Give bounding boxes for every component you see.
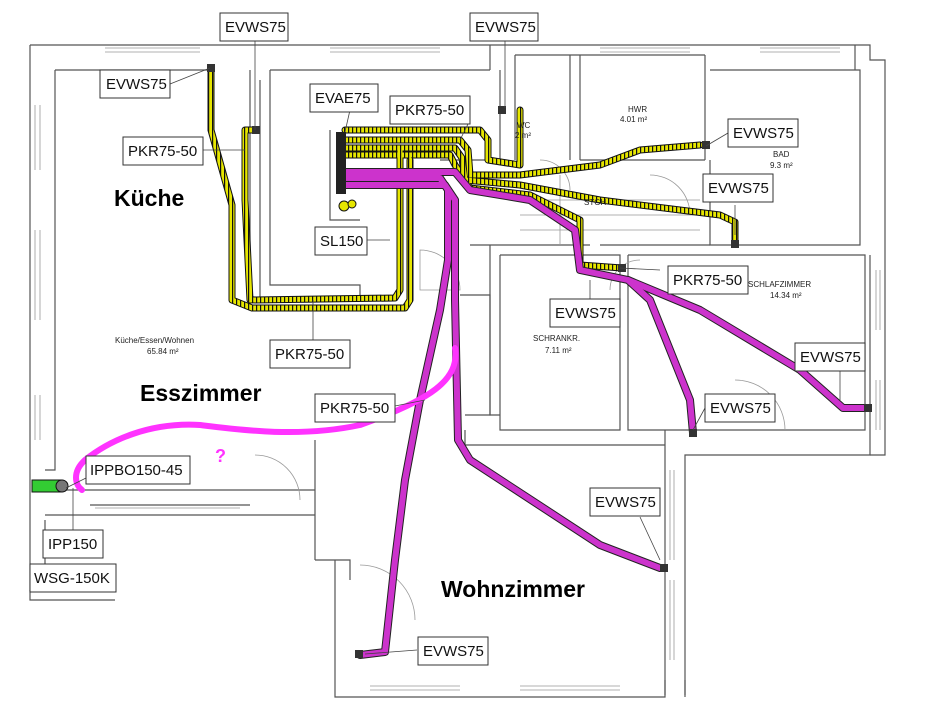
label-evws-stgh: EVWS75 [708, 180, 769, 197]
label-wsg: WSG-150K [34, 570, 110, 587]
label-evws-schrank: EVWS75 [555, 305, 616, 322]
area-value-schrankr: 7.11 m² [545, 346, 572, 355]
label-pkr-bottom: PKR75-50 [275, 346, 344, 363]
area-label-schrankr: SCHRANKR. [533, 334, 580, 343]
label-evae: EVAE75 [315, 90, 371, 107]
leader-lines [65, 40, 841, 655]
room-titles: Küche Esszimmer Wohnzimmer [114, 185, 585, 602]
label-evws-wohn-right: EVWS75 [595, 494, 656, 511]
area-label-wc: WC [517, 121, 531, 130]
component-labels: EVWS75 EVWS75 EVWS75 EVAE75 PKR75-50 PKR… [29, 12, 866, 666]
label-pkr-ess: PKR75-50 [320, 400, 389, 417]
room-title-kueche: Küche [114, 185, 184, 211]
room-title-esszimmer: Esszimmer [140, 380, 262, 406]
area-label-schlafzimmer: SCHLAFZIMMER [748, 280, 811, 289]
area-label-bad: BAD [773, 150, 790, 159]
area-value-wc: 2 m² [515, 131, 531, 140]
area-labels: Küche/Essen/Wohnen 65.84 m² WC 2 m² HWR … [115, 105, 811, 356]
label-evws-top-left: EVWS75 [225, 19, 286, 36]
label-evws-bad: EVWS75 [733, 125, 794, 142]
label-evws-kitchen: EVWS75 [106, 76, 167, 93]
question-mark: ? [215, 446, 226, 466]
area-label-kueche-essen-wohnen: Küche/Essen/Wohnen [115, 336, 194, 345]
label-sl150: SL150 [320, 233, 363, 250]
label-pkr-top: PKR75-50 [395, 102, 464, 119]
label-pkr-left: PKR75-50 [128, 143, 197, 160]
label-evws-schlaf-right: EVWS75 [800, 349, 861, 366]
area-label-hwr: HWR [628, 105, 647, 114]
label-evws-top-mid: EVWS75 [475, 19, 536, 36]
area-value-hwr: 4.01 m² [620, 115, 647, 124]
area-value-kueche-essen-wohnen: 65.84 m² [147, 347, 179, 356]
area-value-schlafzimmer: 14.34 m² [770, 291, 802, 300]
equipment [31, 64, 872, 658]
label-ipp150: IPP150 [48, 536, 97, 553]
room-title-wohnzimmer: Wohnzimmer [441, 576, 585, 602]
label-evws-wohn-bottom: EVWS75 [423, 643, 484, 660]
area-value-bad: 9.3 m² [770, 161, 793, 170]
area-label-stgh: STGH [584, 198, 606, 207]
label-evws-schlaf-bottom: EVWS75 [710, 400, 771, 417]
label-ippbo: IPPBO150-45 [90, 462, 183, 479]
walls [29, 44, 886, 698]
label-pkr-schlaf: PKR75-50 [673, 272, 742, 289]
